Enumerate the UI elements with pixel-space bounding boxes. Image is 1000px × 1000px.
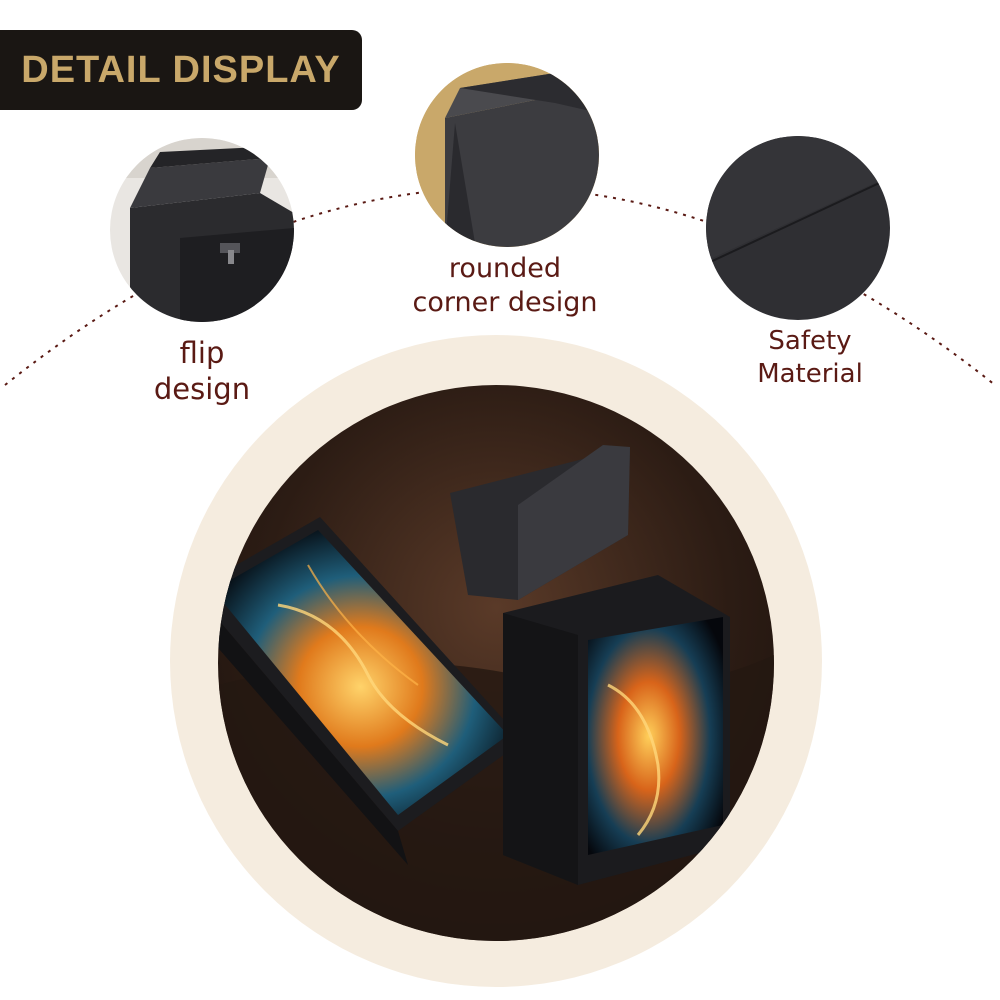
rounded-corner-caption: rounded corner design (400, 252, 610, 320)
product-hero-image (218, 385, 774, 941)
caption-line: Material (757, 358, 863, 389)
flip-design-thumbnail (110, 138, 294, 322)
caption-line: flip (179, 336, 225, 370)
caption-line: design (153, 372, 251, 407)
phoenix-case-product-illustration (218, 385, 774, 941)
caption-line: Safety (768, 326, 852, 356)
safety-material-caption: Safety Material (730, 325, 890, 390)
rounded-corner-icon (415, 63, 599, 247)
caption-line: corner design (412, 286, 598, 318)
safety-material-thumbnail (706, 136, 890, 320)
material-surface-icon (706, 136, 890, 320)
caption-line: rounded (448, 253, 562, 284)
detail-display-banner: DETAIL DISPLAY (0, 30, 362, 110)
rounded-corner-thumbnail (415, 63, 599, 247)
flip-lid-icon (110, 138, 294, 322)
flip-design-caption: flip design (122, 335, 282, 408)
banner-title: DETAIL DISPLAY (21, 48, 341, 91)
